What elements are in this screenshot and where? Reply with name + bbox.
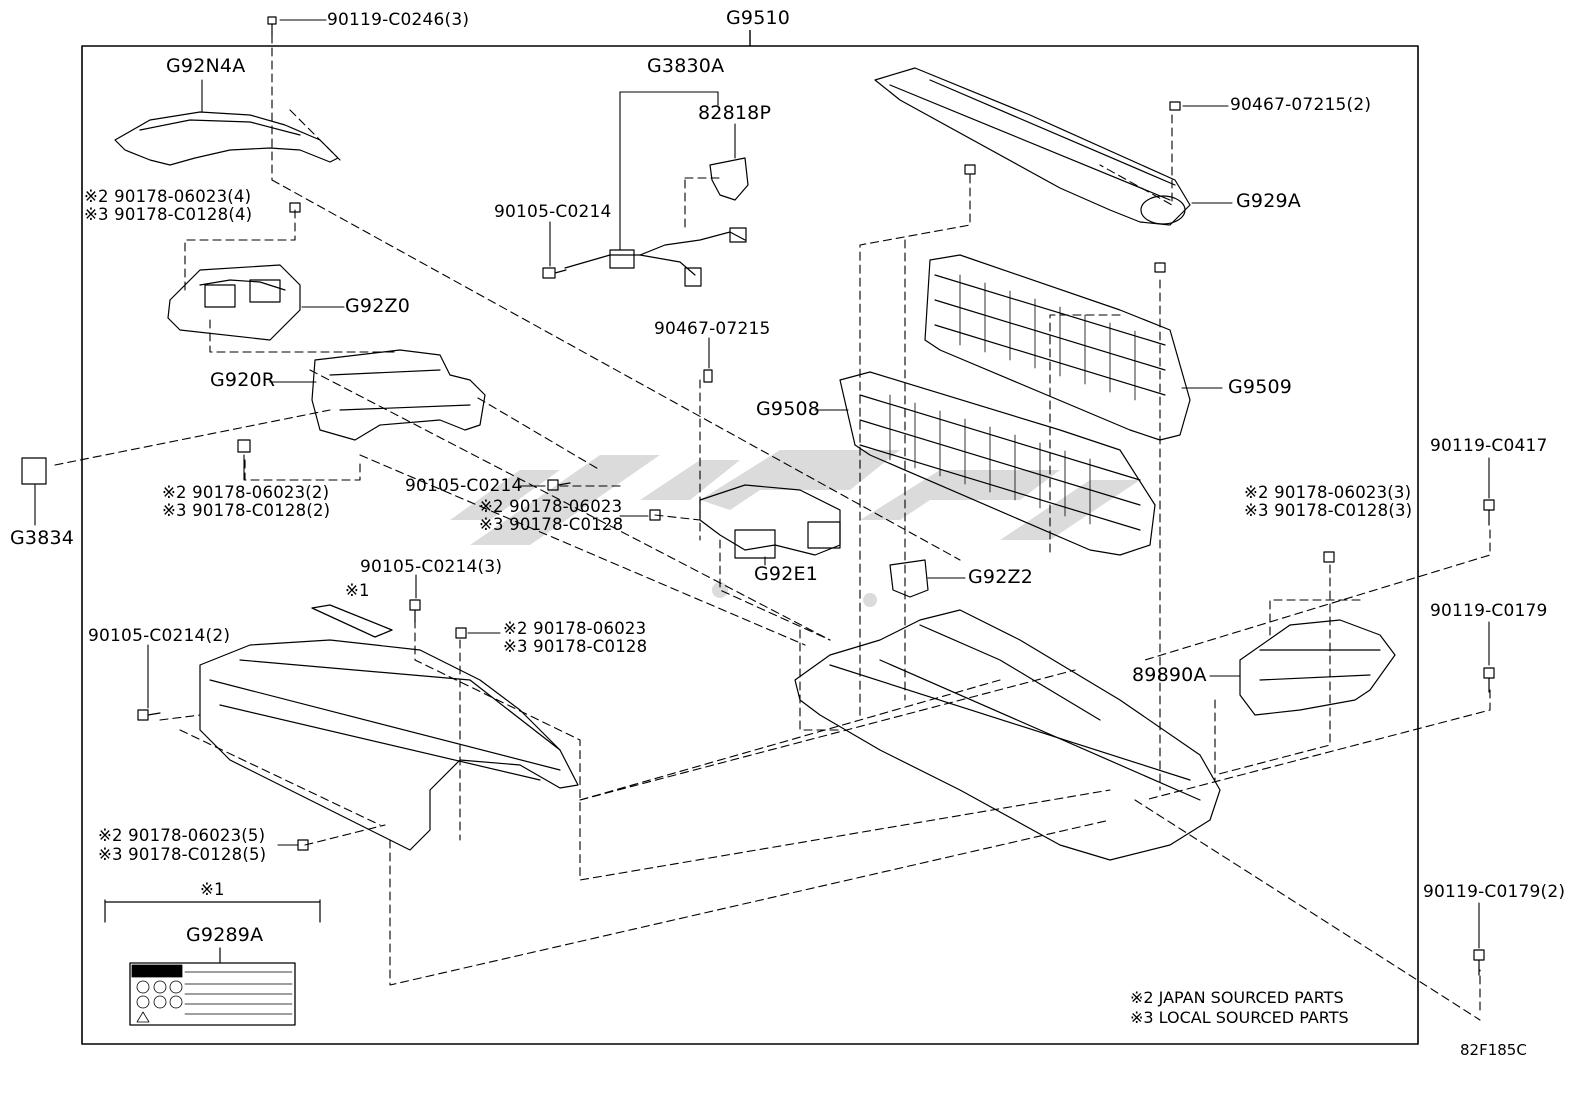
part-label-90105-c0214-3[interactable]: 90105-C0214(3): [360, 557, 503, 577]
part-label-90178-06023-lower[interactable]: ※2 90178-06023: [503, 619, 647, 638]
part-label-82818p[interactable]: 82818P: [698, 102, 772, 124]
part-label-90119-c0417[interactable]: 90119-C0417: [1430, 436, 1548, 456]
part-label-g92z2[interactable]: G92Z2: [968, 566, 1034, 588]
part-label-90178-c0128-2[interactable]: ※3 90178-C0128(2): [162, 501, 331, 520]
part-lower-tray-shape: [794, 609, 1221, 861]
part-label-g3834[interactable]: G3834: [10, 527, 75, 549]
part-label-90467-07215[interactable]: 90467-07215: [654, 319, 771, 339]
part-label-90178-06023-2[interactable]: ※2 90178-06023(2): [162, 483, 330, 502]
part-g920r-shape: [311, 349, 486, 441]
part-label-g929a[interactable]: G929A: [1236, 190, 1301, 212]
assembly-label-g9510: G9510: [726, 7, 791, 29]
part-label-g92z0[interactable]: G92Z0: [345, 295, 411, 317]
part-g92z2-shape: [889, 559, 929, 598]
part-g92e1-shape: [699, 484, 841, 556]
part-label-g92n4a[interactable]: G92N4A: [166, 55, 246, 77]
part-label-90178-c0128-5[interactable]: ※3 90178-C0128(5): [98, 845, 267, 864]
part-label-g3830a[interactable]: G3830A: [647, 55, 725, 77]
figure-reference: 82F185C: [1460, 1041, 1527, 1059]
part-label-90178-c0128-4[interactable]: ※3 90178-C0128(4): [84, 205, 253, 224]
part-label-90119-c0179-2[interactable]: 90119-C0179(2): [1423, 882, 1566, 902]
part-label-90119-c0246[interactable]: 90119-C0246(3): [327, 10, 470, 30]
part-label-90119-c0179[interactable]: 90119-C0179: [1430, 601, 1548, 621]
part-label-note1-label[interactable]: ※1: [200, 880, 225, 899]
assembly-frame: [81, 45, 1419, 1045]
part-label-g92e1[interactable]: G92E1: [754, 563, 818, 585]
part-label-90105-c0214-top[interactable]: 90105-C0214: [494, 202, 612, 222]
part-label-g9289a[interactable]: G9289A: [186, 924, 264, 946]
part-left-lower-cover-shape: [199, 639, 579, 851]
part-g3834-shape: [21, 457, 47, 485]
part-label-90178-c0128-3[interactable]: ※3 90178-C0128(3): [1244, 501, 1413, 520]
part-82818p-shape: [709, 157, 749, 201]
part-label-90467-07215-2[interactable]: 90467-07215(2): [1230, 95, 1372, 115]
part-label-90178-06023-5[interactable]: ※2 90178-06023(5): [98, 826, 266, 845]
part-label-g920r[interactable]: G920R: [210, 369, 276, 391]
part-g9509-shape: [924, 254, 1191, 441]
part-label-note1-strip[interactable]: ※1: [345, 581, 370, 600]
part-label-90178-06023-mid[interactable]: ※2 90178-06023: [479, 497, 623, 516]
legend-japan-sourced: ※2 JAPAN SOURCED PARTS: [1130, 988, 1344, 1007]
part-label-strip-shape: [311, 604, 393, 638]
part-label-90105-c0214-mid[interactable]: 90105-C0214: [405, 476, 523, 496]
part-label-g9509[interactable]: G9509: [1228, 376, 1293, 398]
part-89890a-shape: [1239, 619, 1396, 716]
part-label-90105-c0214-2[interactable]: 90105-C0214(2): [88, 626, 231, 646]
legend-local-sourced: ※3 LOCAL SOURCED PARTS: [1130, 1008, 1349, 1027]
part-label-90178-c0128-mid[interactable]: ※3 90178-C0128: [479, 515, 624, 534]
part-g929a-shape: [874, 67, 1191, 226]
label-g9289a-image: [129, 962, 296, 1026]
part-label-90178-c0128-lower[interactable]: ※3 90178-C0128: [503, 637, 648, 656]
part-g92z0-shape: [167, 264, 301, 341]
part-label-g9508[interactable]: G9508: [756, 398, 821, 420]
part-label-89890a[interactable]: 89890A: [1132, 664, 1207, 686]
part-label-90178-06023-4[interactable]: ※2 90178-06023(4): [84, 187, 252, 206]
part-harness-shape: [564, 231, 746, 269]
part-g92n4a-shape: [114, 111, 339, 166]
part-g9508-shape: [839, 371, 1156, 556]
part-label-90178-06023-3[interactable]: ※2 90178-06023(3): [1244, 483, 1412, 502]
